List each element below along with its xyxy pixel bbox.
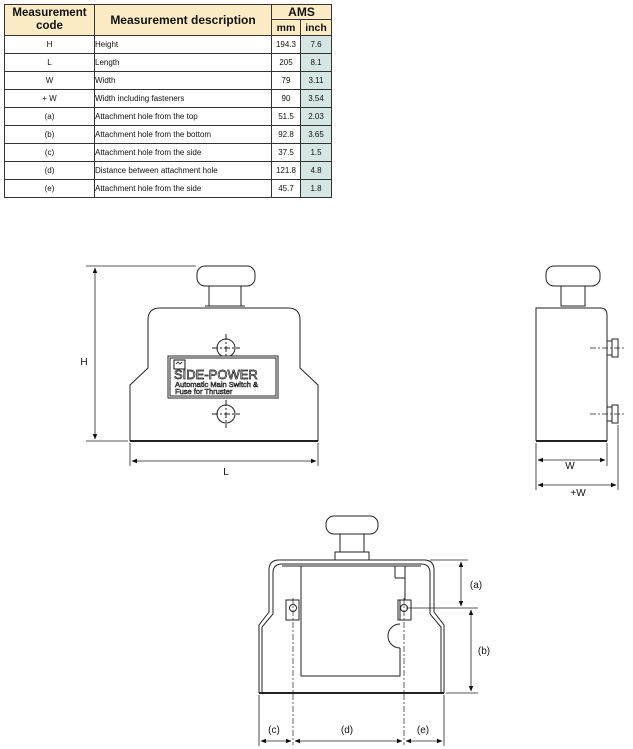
dimension-c-d-e — [258, 695, 445, 746]
table-row: (e) Attachment hole from the side 45.7 1… — [4, 179, 332, 198]
label-plate — [167, 355, 279, 399]
header-unit-inch: inch — [300, 19, 332, 36]
table-row: (c) Attachment hole from the side 37.5 1… — [4, 143, 332, 162]
dimension-label-plus-W: +W — [570, 488, 586, 499]
dimension-H — [86, 265, 196, 442]
dimension-label-L: L — [223, 467, 229, 478]
side-view — [535, 265, 625, 442]
dimension-label-d: (d) — [341, 725, 353, 736]
dimension-plus-W — [537, 425, 619, 490]
table-row: (b) Attachment hole from the bottom 92.8… — [4, 125, 332, 144]
attachment-hole-left — [289, 598, 297, 745]
product-label-line-2: Fuse for Thruster — [175, 387, 233, 396]
dimension-L — [129, 443, 319, 466]
measurement-table: Measurement code Measurement description… — [4, 4, 332, 198]
attachment-hole-bottom — [212, 400, 240, 428]
product-label-line-1: Automatic Main Switch & — [175, 380, 258, 389]
table-row: W Width 79 3.11 — [4, 71, 332, 90]
table-row: H Height 194.3 7.6 — [4, 35, 332, 54]
side-power-logo: SIDE-POWER — [173, 359, 258, 382]
fastener-top — [590, 338, 625, 358]
dimension-label-b: (b) — [478, 646, 490, 657]
dimension-label-e: (e) — [417, 725, 429, 736]
attachment-hole-right — [400, 598, 478, 745]
row-inch: 1.5 — [300, 143, 332, 162]
dimension-a — [430, 559, 468, 607]
row-inch: 8.1 — [300, 53, 332, 72]
dimension-label-c: (c) — [268, 725, 280, 736]
row-code: (e) — [4, 179, 95, 198]
table-row: L Length 205 8.1 — [4, 53, 332, 72]
header-measurement-code: Measurement code — [4, 4, 95, 36]
row-inch: 2.03 — [300, 107, 332, 126]
dimension-label-W: W — [565, 461, 575, 472]
knob — [196, 265, 256, 307]
svg-text:SIDE-POWER: SIDE-POWER — [174, 367, 258, 382]
row-inch: 7.6 — [300, 35, 332, 54]
row-inch: 1.8 — [300, 179, 332, 198]
header-measurement-description: Measurement description — [94, 4, 272, 36]
header-unit-mm: mm — [271, 19, 301, 36]
row-inch: 4.8 — [300, 161, 332, 180]
fastener-bottom — [590, 404, 625, 424]
table-row: + W Width including fasteners 90 3.54 — [4, 89, 332, 108]
dimension-b — [446, 609, 478, 694]
front-view — [129, 265, 319, 442]
header-ams: AMS — [271, 4, 332, 20]
dimension-label-H: H — [80, 357, 87, 368]
dimension-W — [535, 443, 608, 490]
row-inch: 3.11 — [300, 71, 332, 90]
row-inch: 3.54 — [300, 89, 332, 108]
dimension-label-a: (a) — [470, 580, 482, 591]
row-description: Attachment hole from the side — [94, 179, 272, 198]
open-view — [258, 515, 445, 694]
row-inch: 3.65 — [300, 125, 332, 144]
